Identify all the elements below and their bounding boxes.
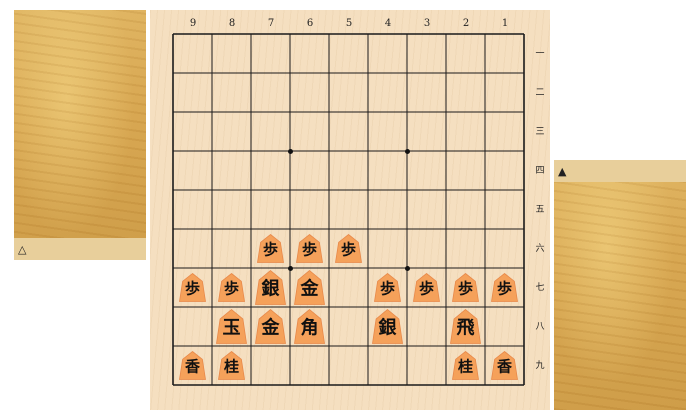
file-label: 7 bbox=[267, 18, 275, 29]
file-label: 9 bbox=[189, 18, 197, 29]
piece-label: 歩 bbox=[497, 280, 512, 298]
piece-body bbox=[491, 350, 518, 380]
piece-body bbox=[335, 233, 362, 263]
piece-label: 角 bbox=[301, 317, 319, 339]
piece-label: 歩 bbox=[224, 280, 239, 298]
rank-label: 一 bbox=[535, 48, 545, 59]
piece-body bbox=[218, 350, 245, 380]
pieces-layer: 歩歩歩歩歩銀金歩歩歩歩玉金角銀飛香桂桂香 bbox=[179, 233, 518, 380]
piece-label: 玉 bbox=[223, 318, 241, 339]
shogi-piece[interactable]: 香 bbox=[179, 350, 206, 380]
piece-body bbox=[255, 308, 286, 344]
piece-label: 香 bbox=[497, 358, 512, 376]
piece-body bbox=[179, 350, 206, 380]
shogi-piece[interactable]: 飛 bbox=[450, 308, 481, 344]
star-point bbox=[287, 265, 293, 271]
piece-label: 桂 bbox=[223, 358, 239, 376]
shogi-piece[interactable]: 金 bbox=[255, 308, 286, 344]
piece-body bbox=[179, 272, 206, 302]
rank-label: 九 bbox=[535, 360, 545, 371]
sente-hand-strip: ▲ bbox=[554, 160, 686, 182]
shogi-piece[interactable]: 歩 bbox=[218, 272, 245, 302]
rank-label: 六 bbox=[535, 243, 545, 254]
rank-label: 二 bbox=[535, 87, 545, 98]
piece-body bbox=[374, 272, 401, 302]
file-label: 5 bbox=[345, 18, 353, 29]
shogi-piece[interactable]: 歩 bbox=[452, 272, 479, 302]
shogi-piece[interactable]: 桂 bbox=[218, 350, 245, 380]
star-point bbox=[404, 148, 410, 154]
file-label: 1 bbox=[501, 18, 509, 29]
piece-body bbox=[218, 272, 245, 302]
sente-turn-marker: ▲ bbox=[558, 164, 567, 178]
gote-komadai: △ bbox=[14, 10, 146, 260]
gote-hand-strip: △ bbox=[14, 238, 146, 260]
file-label: 6 bbox=[306, 18, 314, 29]
piece-label: 銀 bbox=[379, 317, 397, 339]
piece-label: 金 bbox=[261, 317, 281, 339]
file-label: 2 bbox=[462, 18, 470, 29]
piece-label: 飛 bbox=[457, 318, 475, 339]
gote-turn-marker: △ bbox=[18, 242, 27, 256]
rank-label: 三 bbox=[535, 126, 545, 137]
shogi-piece[interactable]: 桂 bbox=[452, 350, 479, 380]
piece-label: 金 bbox=[300, 278, 320, 300]
piece-body bbox=[216, 308, 247, 344]
piece-body bbox=[450, 308, 481, 344]
rank-label: 七 bbox=[535, 282, 545, 293]
piece-label: 歩 bbox=[263, 241, 278, 259]
piece-body bbox=[452, 272, 479, 302]
shogi-piece[interactable]: 歩 bbox=[374, 272, 401, 302]
piece-label: 歩 bbox=[341, 241, 356, 259]
piece-label: 歩 bbox=[419, 280, 434, 298]
rank-label: 四 bbox=[535, 165, 545, 176]
piece-body bbox=[294, 308, 325, 344]
piece-label: 歩 bbox=[458, 280, 473, 298]
shogi-piece[interactable]: 歩 bbox=[491, 272, 518, 302]
piece-label: 桂 bbox=[457, 358, 473, 376]
board-grid bbox=[172, 33, 525, 386]
file-label: 3 bbox=[423, 18, 431, 29]
file-label: 4 bbox=[384, 18, 392, 29]
shogi-piece[interactable]: 角 bbox=[294, 308, 325, 344]
piece-label: 歩 bbox=[380, 280, 395, 298]
sente-komadai: ▲ bbox=[554, 160, 686, 410]
piece-body bbox=[413, 272, 440, 302]
shogi-piece[interactable]: 歩 bbox=[257, 233, 284, 263]
piece-body bbox=[255, 269, 286, 305]
rank-label: 五 bbox=[535, 204, 545, 215]
piece-body bbox=[296, 233, 323, 263]
star-point bbox=[287, 148, 293, 154]
piece-label: 歩 bbox=[185, 280, 200, 298]
shogi-piece[interactable]: 歩 bbox=[296, 233, 323, 263]
rank-label: 八 bbox=[535, 321, 545, 332]
piece-body bbox=[294, 269, 325, 305]
piece-label: 歩 bbox=[302, 241, 317, 259]
piece-body bbox=[491, 272, 518, 302]
shogi-piece[interactable]: 玉 bbox=[216, 308, 247, 344]
shogi-piece[interactable]: 銀 bbox=[255, 269, 286, 305]
shogi-piece[interactable]: 金 bbox=[294, 269, 325, 305]
piece-body bbox=[257, 233, 284, 263]
shogi-piece[interactable]: 銀 bbox=[372, 308, 403, 344]
shogi-piece[interactable]: 歩 bbox=[413, 272, 440, 302]
file-label: 8 bbox=[228, 18, 236, 29]
shogi-piece[interactable]: 香 bbox=[491, 350, 518, 380]
shogi-piece[interactable]: 歩 bbox=[179, 272, 206, 302]
piece-label: 香 bbox=[185, 358, 200, 376]
piece-body bbox=[372, 308, 403, 344]
piece-body bbox=[452, 350, 479, 380]
star-point bbox=[404, 265, 410, 271]
piece-label: 銀 bbox=[262, 278, 280, 300]
shogi-piece[interactable]: 歩 bbox=[335, 233, 362, 263]
